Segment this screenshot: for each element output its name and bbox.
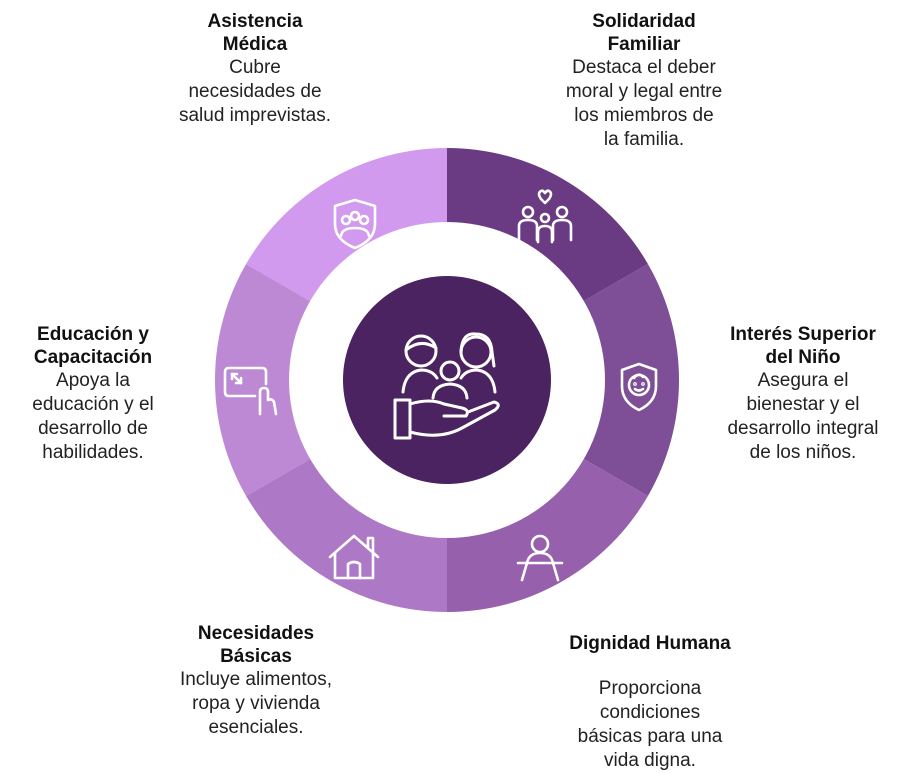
educacion-desc: Apoya la educación y el desarrollo de ha…	[0, 369, 186, 465]
necesidades-desc-line-3: esenciales.	[208, 717, 304, 738]
interes-title-line-2: del Niño	[765, 347, 841, 368]
interes-desc-line-3: desarrollo integral	[727, 418, 879, 439]
dignidad-desc-line-2: condiciones	[599, 702, 701, 723]
asistencia-title: Asistencia Médica	[150, 10, 360, 56]
segments-layer	[215, 148, 679, 612]
necesidades-desc-line-1: Incluye alimentos,	[179, 669, 333, 690]
inner-ring	[289, 222, 605, 538]
dignidad-desc-line-3: básicas para una	[577, 726, 723, 747]
necesidades-title: Necesidades Básicas	[138, 622, 374, 668]
solidaridad-desc-line-2: moral y legal entre	[565, 81, 723, 102]
segment-necesidades	[246, 455, 447, 612]
solidaridad-desc-line-3: los miembros de	[574, 105, 714, 126]
segment-asistencia	[246, 148, 447, 305]
solidaridad-desc-line-4: la familia.	[603, 129, 685, 150]
necesidades-title-line-1: Necesidades	[197, 623, 315, 644]
interes-title-line-1: Interés Superior	[730, 324, 876, 345]
label-asistencia: Asistencia Médica Cubre necesidades de s…	[150, 10, 360, 128]
child-face-shield-icon	[620, 362, 658, 412]
educacion-desc-line-2: educación y el	[32, 394, 154, 415]
house-icon	[328, 534, 380, 580]
interes-desc-line-4: de los niños.	[749, 442, 857, 463]
label-educacion: Educación y Capacitación Apoya la educac…	[0, 323, 186, 465]
educacion-title: Educación y Capacitación	[0, 323, 186, 369]
dignidad-title-line-1: Dignidad Humana	[569, 633, 731, 654]
interes-title: Interés Superior del Niño	[708, 323, 898, 369]
solidaridad-desc: Destaca el deber moral y legal entre los…	[534, 56, 754, 152]
asistencia-title-line-2: Médica	[222, 34, 288, 55]
interes-desc-line-2: bienestar y el	[746, 394, 860, 415]
asistencia-desc: Cubre necesidades de salud imprevistas.	[150, 56, 360, 128]
educacion-desc-line-3: desarrollo de	[38, 418, 148, 439]
asistencia-desc-line-1: Cubre	[229, 57, 281, 78]
segment-interes	[576, 264, 679, 496]
dignidad-desc: Proporciona condiciones básicas para una…	[540, 677, 760, 773]
dignidad-title: Dignidad Humana	[540, 632, 760, 655]
segment-dignidad	[447, 455, 648, 612]
solidaridad-title-line-2: Familiar	[607, 34, 681, 55]
segment-icons	[223, 189, 658, 582]
people-shield-icon	[333, 198, 377, 250]
necesidades-desc: Incluye alimentos, ropa y vivienda esenc…	[138, 668, 374, 740]
label-necesidades: Necesidades Básicas Incluye alimentos, r…	[138, 622, 374, 740]
necesidades-title-line-2: Básicas	[220, 646, 292, 667]
asistencia-title-line-1: Asistencia	[207, 11, 303, 32]
necesidades-desc-line-2: ropa y vivienda	[192, 693, 320, 714]
solidaridad-title: Solidaridad Familiar	[534, 10, 754, 56]
interes-desc: Asegura el bienestar y el desarrollo int…	[708, 369, 898, 465]
asistencia-desc-line-2: necesidades de	[188, 81, 322, 102]
label-interes: Interés Superior del Niño Asegura el bie…	[708, 323, 898, 465]
solidaridad-title-line-1: Solidaridad	[592, 11, 696, 32]
educacion-title-line-1: Educación y	[37, 324, 149, 345]
asistencia-desc-line-3: salud imprevistas.	[178, 105, 332, 126]
educacion-title-line-2: Capacitación	[33, 347, 153, 368]
person-podium-icon	[516, 534, 564, 582]
family-care-hand-icon	[393, 332, 500, 440]
solidaridad-desc-line-1: Destaca el deber	[572, 57, 716, 78]
dignidad-desc-line-4: vida digna.	[604, 750, 696, 771]
dignidad-desc-line-1: Proporciona	[598, 678, 702, 699]
label-dignidad: Dignidad Humana Proporciona condiciones …	[540, 632, 760, 773]
touch-screen-icon	[223, 366, 278, 416]
family-heart-icon	[517, 189, 573, 244]
interes-desc-line-1: Asegura el	[757, 370, 849, 391]
educacion-desc-line-4: habilidades.	[42, 442, 144, 463]
label-solidaridad: Solidaridad Familiar Destaca el deber mo…	[534, 10, 754, 152]
educacion-desc-line-1: Apoya la	[56, 370, 130, 391]
